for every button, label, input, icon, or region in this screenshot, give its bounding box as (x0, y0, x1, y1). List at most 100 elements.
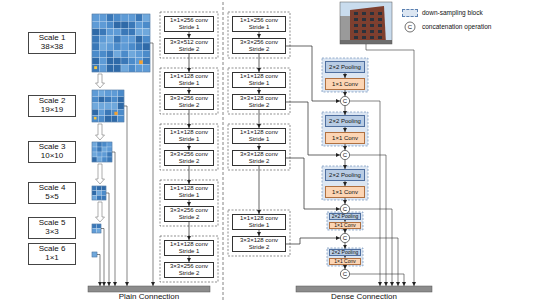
node-text: Stride 1 (249, 80, 270, 87)
down-sampling-frame (327, 212, 363, 230)
feature-cell (92, 229, 97, 234)
feature-cell (105, 116, 111, 122)
hollow-arrow (96, 124, 105, 140)
connector-arrow (345, 265, 346, 269)
conv-box: 3×3×512 convStride 2 (164, 38, 214, 54)
connector-arrow (189, 222, 190, 240)
conv-group-frame (160, 68, 218, 114)
map-to-bar-line (106, 193, 109, 286)
concat-circle: C (340, 269, 350, 279)
connector-arrow (259, 54, 260, 72)
feature-cell (107, 43, 114, 50)
connector-arrow (345, 198, 346, 204)
legend-text: down-sampling block (422, 9, 483, 16)
feature-cell (111, 90, 117, 96)
feature-cell (118, 96, 124, 102)
node-text: Stride 2 (179, 102, 200, 109)
down-sampling-frame (322, 58, 368, 92)
feature-highlight (139, 60, 143, 64)
photo-window (378, 12, 382, 15)
node-text: Stride 2 (179, 158, 200, 165)
feature-cell (111, 96, 117, 102)
node-text: 2×2 Pooling (329, 172, 361, 179)
feature-cell (92, 103, 98, 109)
photo-ground (340, 40, 392, 44)
photo-window (370, 36, 374, 39)
conv-box: 1×1×128 convStride 1 (232, 72, 286, 88)
node-text: Stride 1 (249, 136, 270, 143)
concat-to-bar-line (350, 209, 392, 286)
node-text: 1×1 Conv (332, 81, 358, 88)
node-text: Stride 2 (249, 102, 270, 109)
conv-box: 1×1×256 convStride 1 (232, 16, 286, 32)
legend-swatch (402, 9, 418, 17)
map-to-bar-line (124, 106, 127, 286)
feature-cell (128, 50, 135, 57)
feature-cell (128, 21, 135, 28)
node-text: 1×1×128 conv (170, 129, 208, 136)
feature-cell (92, 252, 97, 257)
photo-window (378, 30, 382, 33)
conv-group-frame (160, 12, 218, 58)
feature-cell (136, 36, 143, 43)
feature-cell (92, 29, 99, 36)
feature-cell (105, 109, 111, 115)
feature-cell (114, 43, 121, 50)
feature-cell (107, 147, 112, 152)
connector-arrow (286, 238, 340, 244)
node-text: Stride 2 (179, 214, 200, 221)
conv-box: 3×3×256 convStride 2 (164, 94, 214, 110)
feature-map-border (92, 142, 112, 162)
feature-cell (99, 14, 106, 21)
feature-cell (92, 142, 97, 147)
photo-window (354, 36, 358, 39)
conv-group-frame (228, 210, 290, 256)
feature-cell (92, 147, 97, 152)
node-text: C (343, 235, 347, 242)
feature-cell (121, 43, 128, 50)
conv-group-frame (160, 236, 218, 282)
feature-cell (143, 29, 150, 36)
feature-map-border (92, 224, 101, 233)
node-text: Stride 1 (249, 222, 270, 229)
conv-box: 3×3×256 convStride 2 (232, 38, 286, 54)
feature-cell (107, 21, 114, 28)
feature-cell (97, 186, 102, 191)
feature-cell (143, 50, 150, 57)
feature-map (92, 252, 97, 257)
feature-cell (98, 90, 104, 96)
node-text: 1×1×128 conv (240, 215, 278, 222)
feature-cell (99, 50, 106, 57)
feature-highlight (94, 66, 97, 69)
photo-window (362, 12, 366, 15)
feature-map (92, 14, 150, 72)
photo-window (370, 18, 374, 21)
connector-arrow (345, 160, 346, 169)
feature-cell (114, 36, 121, 43)
hollow-arrow (96, 74, 105, 88)
conv-box: 3×3×128 convStride 2 (232, 94, 286, 110)
photo-to-bar-line (366, 44, 414, 286)
feature-cell (143, 21, 150, 28)
node-text: Stride 2 (179, 270, 200, 277)
pooling-box: 2×2 Pooling (329, 249, 361, 257)
feature-cell (97, 152, 102, 157)
node-text: Stride 1 (179, 248, 200, 255)
concat-circle: C (340, 233, 350, 243)
feature-cell (98, 116, 104, 122)
node-text: Scale 4 (39, 184, 66, 193)
node-text: 3×3×256 conv (170, 207, 208, 214)
connector-arrow (259, 166, 260, 214)
feature-cell (128, 36, 135, 43)
section-label: Dense Connection (331, 293, 397, 302)
feature-cell (92, 90, 98, 96)
pooling-box: 2×2 Pooling (325, 61, 365, 73)
feature-cell (92, 116, 98, 122)
photo-window (370, 24, 374, 27)
node-text: 3×3×256 conv (170, 151, 208, 158)
node-text: C (343, 206, 347, 213)
feature-cell (92, 96, 98, 102)
feature-cell (102, 157, 107, 162)
concat-to-bar-line (350, 274, 404, 286)
map-to-bar-line (112, 152, 115, 286)
